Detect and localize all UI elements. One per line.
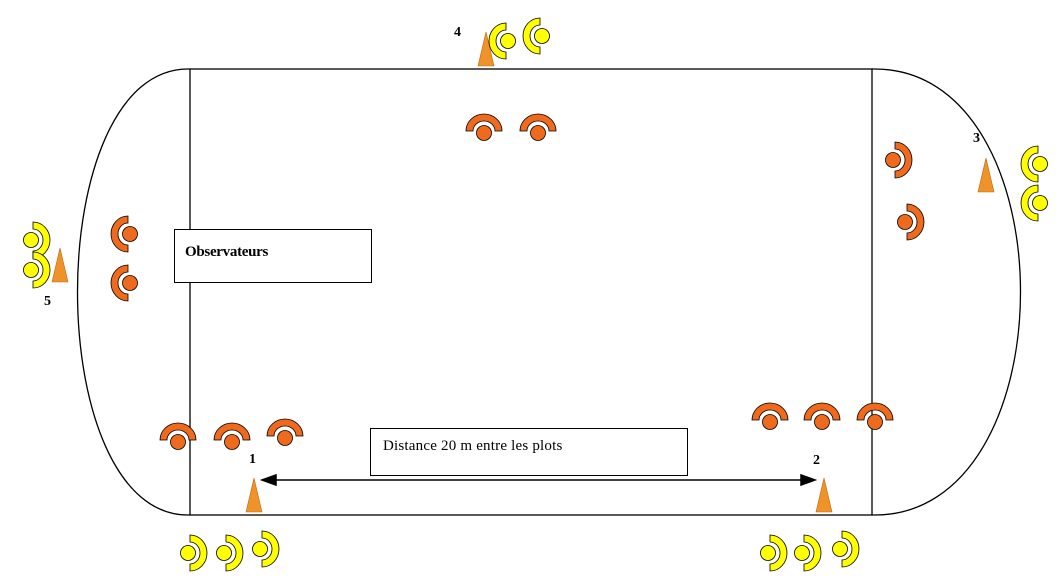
- left-curve: [76, 68, 191, 516]
- observer-figure-icon: [751, 402, 789, 430]
- observer-figure-icon: [213, 422, 251, 450]
- observer-figure-icon: [519, 113, 557, 141]
- cone-number-5: 5: [44, 294, 51, 309]
- runner-figure-icon: [488, 22, 516, 60]
- cone-number-4: 4: [454, 25, 461, 40]
- observer-figure-icon: [159, 422, 197, 450]
- runner-figure-icon: [522, 17, 550, 55]
- runner-figure-icon: [252, 530, 280, 568]
- cone-2-icon: [815, 477, 833, 513]
- cone-number-1: 1: [249, 452, 256, 467]
- track: [76, 68, 1022, 516]
- observer-figure-icon: [897, 203, 925, 241]
- runner-figure-icon: [760, 534, 788, 572]
- observers-label: Observateurs: [185, 244, 269, 260]
- runner-figure-icon: [23, 251, 51, 289]
- cone-number-2: 2: [813, 453, 820, 468]
- runner-figure-icon: [1020, 145, 1048, 183]
- observer-figure-icon: [856, 402, 894, 430]
- observer-figure-icon: [266, 418, 304, 446]
- observers-label-box: Observateurs: [174, 229, 372, 283]
- cone-1-icon: [245, 477, 263, 513]
- cone-5-icon: [51, 247, 69, 283]
- right-curve: [871, 68, 1022, 516]
- cone-number-3: 3: [973, 131, 980, 146]
- distance-arrow: [259, 473, 818, 487]
- distance-label: Distance 20 m entre les plots: [383, 438, 563, 454]
- runner-figure-icon: [832, 530, 860, 568]
- cone-3-icon: [977, 157, 995, 193]
- runner-figure-icon: [1020, 184, 1048, 222]
- field-rectangle: [189, 68, 873, 516]
- runner-figure-icon: [794, 534, 822, 572]
- observer-figure-icon: [110, 264, 138, 302]
- cone-4-icon: [477, 31, 495, 67]
- distance-label-box: Distance 20 m entre les plots: [370, 428, 688, 476]
- runner-figure-icon: [23, 221, 51, 259]
- observer-figure-icon: [465, 113, 503, 141]
- observer-figure-icon: [803, 402, 841, 430]
- observer-figure-icon: [885, 141, 913, 179]
- runner-figure-icon: [216, 534, 244, 572]
- observer-figure-icon: [110, 215, 138, 253]
- runner-figure-icon: [180, 534, 208, 572]
